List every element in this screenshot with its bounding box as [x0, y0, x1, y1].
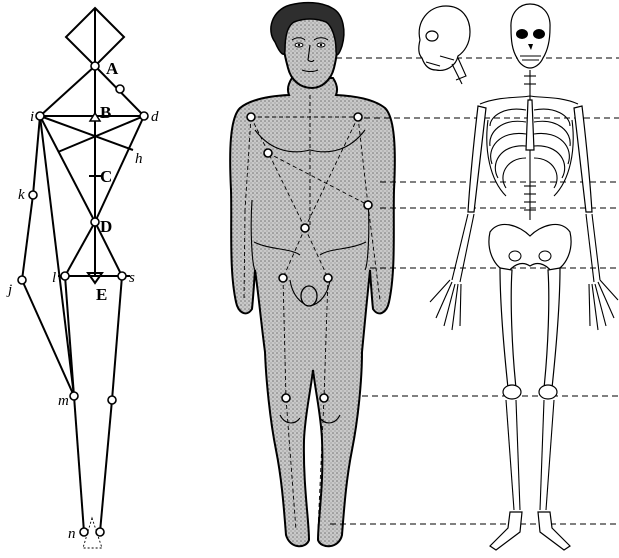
node-A [91, 62, 99, 70]
skeleton-figure [419, 4, 618, 550]
node-k [29, 191, 37, 199]
node-d [140, 112, 148, 120]
node-n [80, 528, 88, 536]
label-j: j [6, 282, 12, 298]
node-m [70, 392, 78, 400]
node-s [118, 272, 126, 280]
node-i [36, 112, 44, 120]
skull-side-view [419, 6, 470, 84]
label-k: k [18, 187, 25, 203]
label-E: E [96, 285, 107, 304]
neck-left-shoulder [40, 66, 95, 116]
node-m-right [108, 396, 116, 404]
label-l: l [52, 270, 56, 286]
skull-front [511, 4, 550, 68]
label-C: C [100, 167, 112, 186]
skeleton-hands [430, 280, 618, 330]
label-B: B [100, 103, 111, 122]
right-thigh [112, 276, 122, 400]
node-j [18, 276, 26, 284]
chest-line-i-D [40, 116, 95, 222]
right-shin [100, 400, 112, 532]
label-D: D [100, 217, 112, 236]
body-silhouette [230, 78, 395, 546]
label-i: i [30, 109, 34, 125]
left-inner-line [40, 116, 74, 396]
label-h: h [135, 151, 143, 167]
label-A: A [106, 59, 119, 78]
node-D [91, 218, 99, 226]
label-m: m [58, 393, 69, 409]
skeleton-feet [490, 512, 570, 550]
pelvis [489, 224, 571, 272]
skeleton-legs [500, 268, 560, 510]
left-forearm [22, 195, 33, 280]
node-n-right [96, 528, 104, 536]
label-d: d [151, 109, 159, 125]
stick-figure: A B C D E i d h k j l s m n [6, 8, 159, 548]
left-shin [74, 396, 84, 532]
node-A-right [116, 85, 124, 93]
human-figure [230, 3, 395, 547]
node-l [61, 272, 69, 280]
label-n: n [68, 526, 76, 542]
label-s: s [129, 270, 135, 286]
left-upper-arm [33, 116, 40, 195]
pelvis-left [65, 222, 95, 276]
